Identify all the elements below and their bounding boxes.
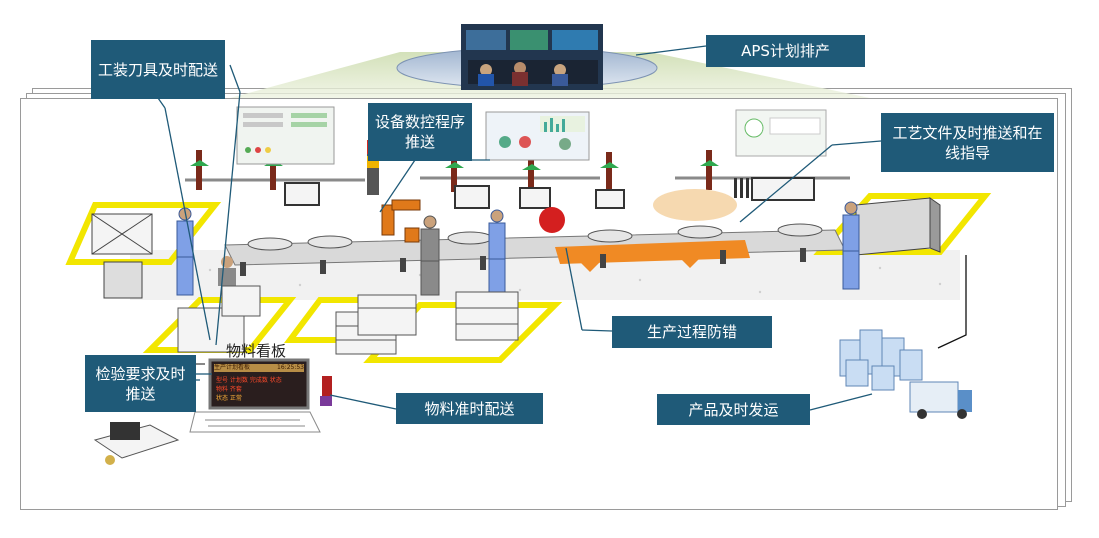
shipping-connector bbox=[937, 255, 967, 349]
board-header-title: 生产计划看板 bbox=[214, 364, 251, 371]
callout-inspection: 检验要求及时推送 bbox=[85, 355, 196, 412]
process-screen bbox=[735, 109, 827, 157]
board-header-time: 16:25:53 bbox=[277, 364, 304, 371]
callout-material-delivery: 物料准时配送 bbox=[396, 393, 543, 424]
callout-tooling: 工装刀具及时配送 bbox=[91, 40, 225, 99]
callout-aps: APS计划排产 bbox=[706, 35, 865, 67]
overhead-monitors bbox=[284, 177, 815, 209]
board-row-2: 物料 齐套 bbox=[216, 386, 242, 393]
board-row-3: 状态 正常 bbox=[216, 395, 242, 402]
nc-screen bbox=[485, 111, 590, 161]
right-equipment bbox=[855, 197, 941, 256]
board-row-1: 型号 计划数 完成数 状态 bbox=[216, 377, 282, 384]
truck bbox=[909, 381, 972, 419]
agv-vehicle bbox=[93, 422, 180, 465]
workers bbox=[176, 201, 860, 298]
callout-error-proof: 生产过程防错 bbox=[612, 316, 772, 348]
buildings bbox=[839, 329, 923, 391]
scanner-device bbox=[320, 376, 332, 406]
overhead-rails bbox=[185, 176, 850, 182]
callout-process-docs: 工艺文件及时推送和在线指导 bbox=[881, 113, 1054, 172]
worker-grey bbox=[420, 215, 440, 296]
left-screen bbox=[236, 106, 335, 165]
leader-lines bbox=[157, 45, 882, 411]
material-board-stand bbox=[189, 411, 321, 433]
robot-arm bbox=[381, 199, 421, 243]
control-room-photo bbox=[461, 24, 603, 90]
callout-nc-program: 设备数控程序推送 bbox=[368, 103, 472, 161]
callout-product-shipping: 产品及时发运 bbox=[657, 394, 810, 425]
board-caption: 物料看板 bbox=[226, 342, 287, 360]
board-header: 生产计划看板 16:25:53 bbox=[214, 363, 304, 372]
material-racks bbox=[177, 285, 519, 355]
left-equipment bbox=[91, 213, 153, 299]
